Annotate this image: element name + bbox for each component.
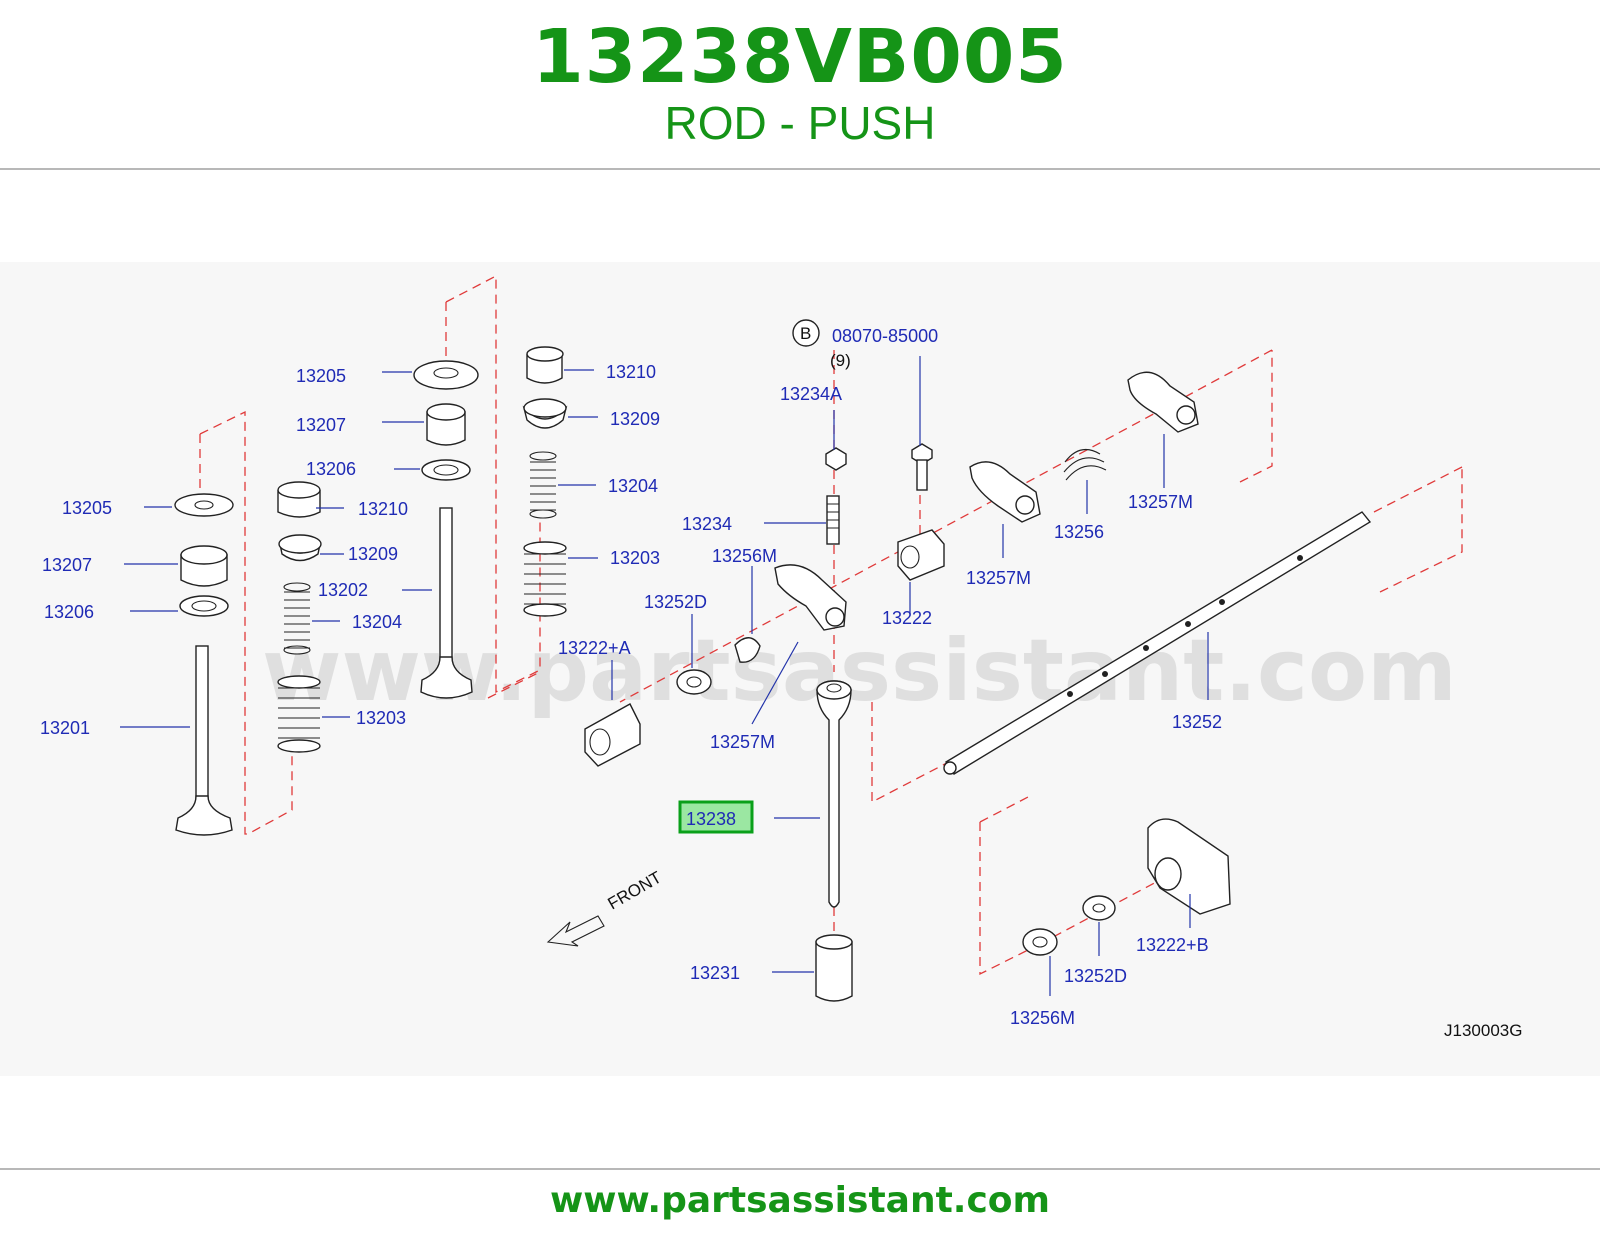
callout-labels: 13205 13207 13206 13201 13205 13207 1320… <box>40 324 1522 1040</box>
footer-divider <box>0 1168 1600 1170</box>
page-header: 13238VB005 ROD - PUSH <box>0 0 1600 168</box>
thrust-washer-center <box>676 669 712 695</box>
callout-13256M-upper[interactable]: 13256M <box>712 546 777 566</box>
diagram-canvas: www.partsassistant.com <box>40 274 1522 1040</box>
spring-washer-center <box>734 637 761 663</box>
push-rod <box>816 680 852 908</box>
callout-13201[interactable]: 13201 <box>40 718 90 738</box>
callout-13252D-lower[interactable]: 13252D <box>1064 966 1127 986</box>
callout-13205-mid[interactable]: 13205 <box>296 366 346 386</box>
callout-13203-mid[interactable]: 13203 <box>356 708 406 728</box>
valve-seal-mid <box>426 411 466 446</box>
callout-13205-left[interactable]: 13205 <box>62 498 112 518</box>
callout-13210-mid[interactable]: 13210 <box>358 499 408 519</box>
bolt-08070 <box>911 443 933 465</box>
left-valve-stack <box>174 493 234 836</box>
inner-spring-right <box>530 461 556 511</box>
callout-13206-mid[interactable]: 13206 <box>306 459 356 479</box>
valve-cap-right <box>522 405 568 429</box>
spring-retainer-left <box>174 493 234 517</box>
watermark-text: www.partsassistant.com <box>262 621 1457 721</box>
front-direction-arrow: FRONT <box>546 868 665 947</box>
callout-13257M-center[interactable]: 13257M <box>710 732 775 752</box>
exploded-parts-diagram: www.partsassistant.com <box>0 262 1600 1076</box>
callout-13222[interactable]: 13222 <box>882 608 932 628</box>
part-number-title: 13238VB005 <box>532 14 1068 100</box>
spring-seat-left <box>179 595 229 617</box>
outer-spring-right <box>524 553 566 605</box>
spring-retainer-mid <box>413 360 479 390</box>
valve-lifter <box>815 934 853 1002</box>
front-label: FRONT <box>605 868 665 914</box>
leader-lines <box>120 356 1209 996</box>
callout-13210-right[interactable]: 13210 <box>606 362 656 382</box>
callout-13206-left[interactable]: 13206 <box>44 602 94 622</box>
callout-13231[interactable]: 13231 <box>690 963 740 983</box>
lower-bracket-assembly <box>1022 818 1231 956</box>
bolt-quantity: (9) <box>830 351 851 370</box>
bolt-circle-marker <box>792 319 820 347</box>
rocker-bracket-13222 <box>897 529 945 581</box>
rocker-assembly <box>584 319 1372 775</box>
callout-13209-right[interactable]: 13209 <box>610 409 660 429</box>
callout-13202[interactable]: 13202 <box>318 580 368 600</box>
callout-13252[interactable]: 13252 <box>1172 712 1222 732</box>
rocker-bracket-a <box>584 703 641 767</box>
valve-mid <box>439 507 453 665</box>
callout-13207-left[interactable]: 13207 <box>42 555 92 575</box>
header-divider <box>0 168 1600 170</box>
callout-13238-highlighted[interactable]: 13238 <box>686 809 736 829</box>
callout-13222A[interactable]: 13222+A <box>558 638 631 658</box>
valve-keeper-right <box>526 354 563 384</box>
spring-seat-mid <box>421 459 471 481</box>
callout-13252D-upper[interactable]: 13252D <box>644 592 707 612</box>
inner-spring-mid <box>284 591 310 649</box>
middle-valve-stack <box>277 360 479 753</box>
callout-13257M-right[interactable]: 13257M <box>1128 492 1193 512</box>
right-valve-stack <box>522 346 568 617</box>
callout-13238-highlight <box>678 800 754 834</box>
callout-13207-mid[interactable]: 13207 <box>296 415 346 435</box>
callout-13222B[interactable]: 13222+B <box>1136 935 1209 955</box>
callout-13203-right[interactable]: 13203 <box>610 548 660 568</box>
callout-13256[interactable]: 13256 <box>1054 522 1104 542</box>
callout-13204-mid[interactable]: 13204 <box>352 612 402 632</box>
callout-13209-mid[interactable]: 13209 <box>348 544 398 564</box>
adjust-nut <box>825 447 847 471</box>
callout-13204-right[interactable]: 13204 <box>608 476 658 496</box>
thrust-washer-lower <box>1082 895 1116 921</box>
callout-13234[interactable]: 13234 <box>682 514 732 534</box>
callout-13256M-lower[interactable]: 13256M <box>1010 1008 1075 1028</box>
spring-washer-lower <box>1022 928 1058 956</box>
valve-left <box>195 645 209 807</box>
callout-08070-85000[interactable]: 08070-85000 <box>832 326 938 346</box>
part-name-subtitle: ROD - PUSH <box>664 97 936 149</box>
footer-url[interactable]: www.partsassistant.com <box>549 1180 1051 1221</box>
bolt-circle-letter: B <box>800 324 811 343</box>
callout-13234A[interactable]: 13234A <box>780 384 842 404</box>
rocker-spring <box>1063 448 1107 481</box>
drawing-code: J130003G <box>1444 1021 1522 1040</box>
callout-13257M-mid[interactable]: 13257M <box>966 568 1031 588</box>
